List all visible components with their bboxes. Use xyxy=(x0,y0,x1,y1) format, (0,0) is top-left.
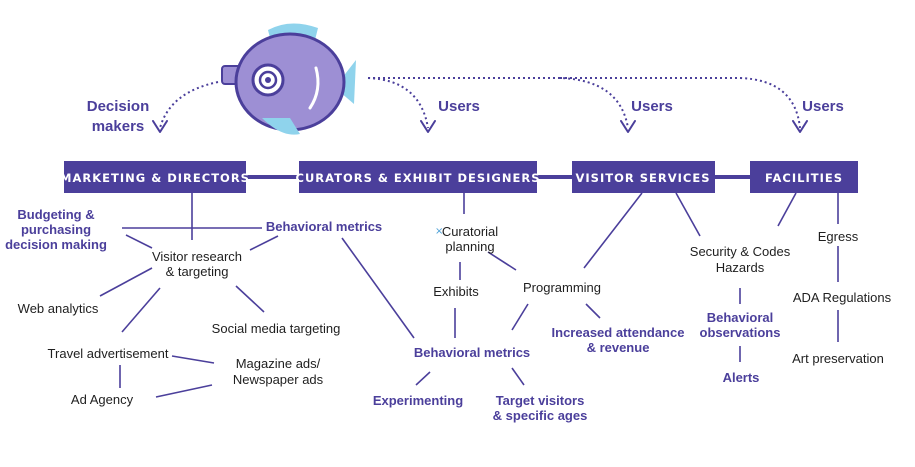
header-facilities-label: FACILITIES xyxy=(765,171,843,185)
behavioral-observations-label-line1: Behavioral xyxy=(707,310,773,325)
header-facilities: FACILITIES xyxy=(750,161,858,193)
header-visitor-services: VISITOR SERVICES xyxy=(572,161,715,193)
security-codes-label-line1: Security & Codes xyxy=(690,244,791,259)
exhibits-label: Exhibits xyxy=(433,284,479,299)
egress-label: Egress xyxy=(818,229,859,244)
header-curators: CURATORS & EXHIBIT DESIGNERS xyxy=(296,161,541,193)
web-analytics-label: Web analytics xyxy=(18,301,99,316)
header-marketing-label: MARKETING & DIRECTORS xyxy=(60,171,250,185)
security-codes-label-line2: Hazards xyxy=(716,260,765,275)
behavioral-metrics-curators: Behavioral metrics xyxy=(414,345,530,360)
increased-attendance-label-line2: & revenue xyxy=(587,340,650,355)
visitor-research-label-line2: & targeting xyxy=(166,264,229,279)
curatorial-planning-label-line2: planning xyxy=(445,239,494,254)
ad-agency-label: Ad Agency xyxy=(71,392,134,407)
travel-ad-label: Travel advertisement xyxy=(48,346,169,361)
experimenting-label: Experimenting xyxy=(373,393,463,408)
magazine-ads-label-line2: Newspaper ads xyxy=(233,372,324,387)
header-visitor-services-label: VISITOR SERVICES xyxy=(576,171,711,185)
budgeting-label-line2: purchasing xyxy=(21,222,91,237)
fish-mascot-icon xyxy=(221,23,356,135)
connector-lines xyxy=(99,192,839,398)
increased-attendance-label-line1: Increased attendance xyxy=(552,325,685,340)
ada-regulations-label: ADA Regulations xyxy=(793,290,892,305)
asterisk-icon: × xyxy=(435,226,443,237)
decision-makers-label-line2: makers xyxy=(92,118,145,135)
header-marketing: MARKETING & DIRECTORS xyxy=(60,161,250,193)
target-visitors-label-line1: Target visitors xyxy=(496,393,585,408)
curatorial-planning-label-line1: Curatorial xyxy=(442,224,498,239)
behavioral-metrics-marketing: Behavioral metrics xyxy=(266,219,382,234)
magazine-ads-label-line1: Magazine ads/ xyxy=(236,356,321,371)
decision-makers-label-line1: Decision xyxy=(87,98,150,115)
social-media-label: Social media targeting xyxy=(212,321,341,336)
header-curators-label: CURATORS & EXHIBIT DESIGNERS xyxy=(296,171,541,185)
art-preservation-label: Art preservation xyxy=(792,351,884,366)
budgeting-label-line1: Budgeting & xyxy=(17,207,94,222)
budgeting-label-line3: decision making xyxy=(5,237,107,252)
alerts-label: Alerts xyxy=(723,370,760,385)
users-label-1: Users xyxy=(438,98,480,115)
users-label-2: Users xyxy=(631,98,673,115)
target-visitors-label-line2: & specific ages xyxy=(493,408,588,423)
programming-label: Programming xyxy=(523,280,601,295)
users-label-3: Users xyxy=(802,98,844,115)
behavioral-observations-label-line2: observations xyxy=(700,325,781,340)
audience-arrows xyxy=(152,77,808,133)
visitor-research-label-line1: Visitor research xyxy=(152,249,242,264)
